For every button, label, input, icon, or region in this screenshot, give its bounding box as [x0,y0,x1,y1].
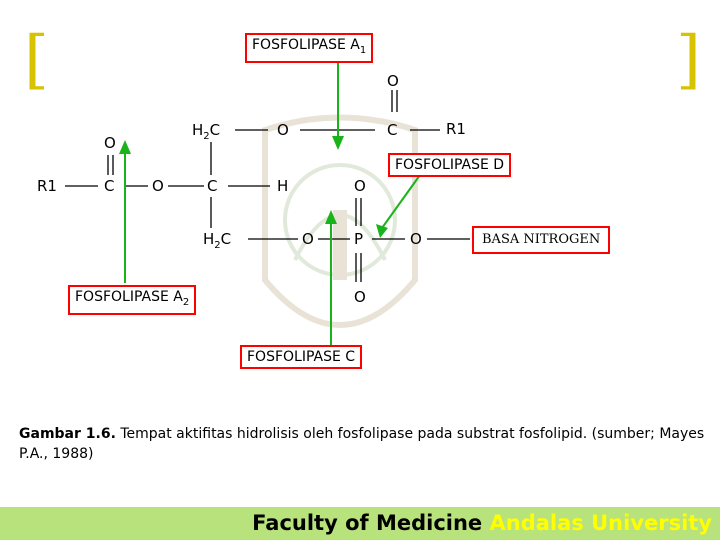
atom-h2c-top: H2C [192,121,220,146]
footer-university: Andalas University [489,511,713,535]
atom-c-right: C [387,121,398,139]
enzyme-phospholipase-a2: FOSFOLIPASE A2 [68,285,197,315]
atom-o-left-dbl: O [104,134,116,152]
university-seal-icon [262,114,418,328]
atom-c-center: C [207,177,218,195]
h2c-bot-c: C [220,230,232,248]
footer-faculty: Faculty of Medicine [252,511,490,535]
h2c-top-sub: 2 [203,131,210,142]
h2c-bot-h: H [203,230,215,248]
h2c-bot-sub: 2 [214,240,221,251]
enzyme-a1-sub: 1 [359,44,367,56]
enzyme-d-label: FOSFOLIPASE D [395,157,505,173]
atom-r1-left: R1 [37,177,57,195]
h2c-top-h: H [192,121,204,139]
atom-o-ester-left: O [152,177,164,195]
h2c-top-c: C [209,121,221,139]
atom-o-top: O [387,72,399,90]
enzyme-a2-label: FOSFOLIPASE A [75,289,183,305]
atom-h2c-bottom: H2C [203,230,231,255]
atom-o-below-p: O [354,288,366,306]
enzyme-a1-label: FOSFOLIPASE A [252,37,360,53]
atom-o-after-p: O [410,230,422,248]
caption-text: Tempat aktifitas hidrolisis oleh fosfoli… [19,426,705,462]
atom-o-above-p: O [354,177,366,195]
atom-r1-right: R1 [446,120,466,138]
enzyme-phospholipase-c: FOSFOLIPASE C [240,345,363,369]
atom-c-left: C [104,177,115,195]
enzyme-phospholipase-d: FOSFOLIPASE D [388,153,512,177]
atom-p: P [354,230,364,248]
caption-label: Gambar 1.6. [19,426,116,442]
figure-caption: Gambar 1.6. Tempat aktifitas hidrolisis … [19,424,709,464]
basa-nitrogen-label: BASA NITROGEN [482,232,601,247]
atom-o-before-p: O [302,230,314,248]
basa-nitrogen-box: BASA NITROGEN [472,226,611,254]
enzyme-c-label: FOSFOLIPASE C [247,349,356,365]
atom-h-center: H [277,177,289,195]
enzyme-a2-sub: 2 [182,296,190,308]
footer-bar: Faculty of Medicine Andalas University [0,507,720,540]
footer-text: Faculty of Medicine Andalas University [252,509,712,537]
enzyme-phospholipase-a1: FOSFOLIPASE A1 [245,33,374,63]
left-bracket: [ [24,23,49,97]
right-bracket: ] [676,23,701,97]
atom-o-upper: O [277,121,289,139]
